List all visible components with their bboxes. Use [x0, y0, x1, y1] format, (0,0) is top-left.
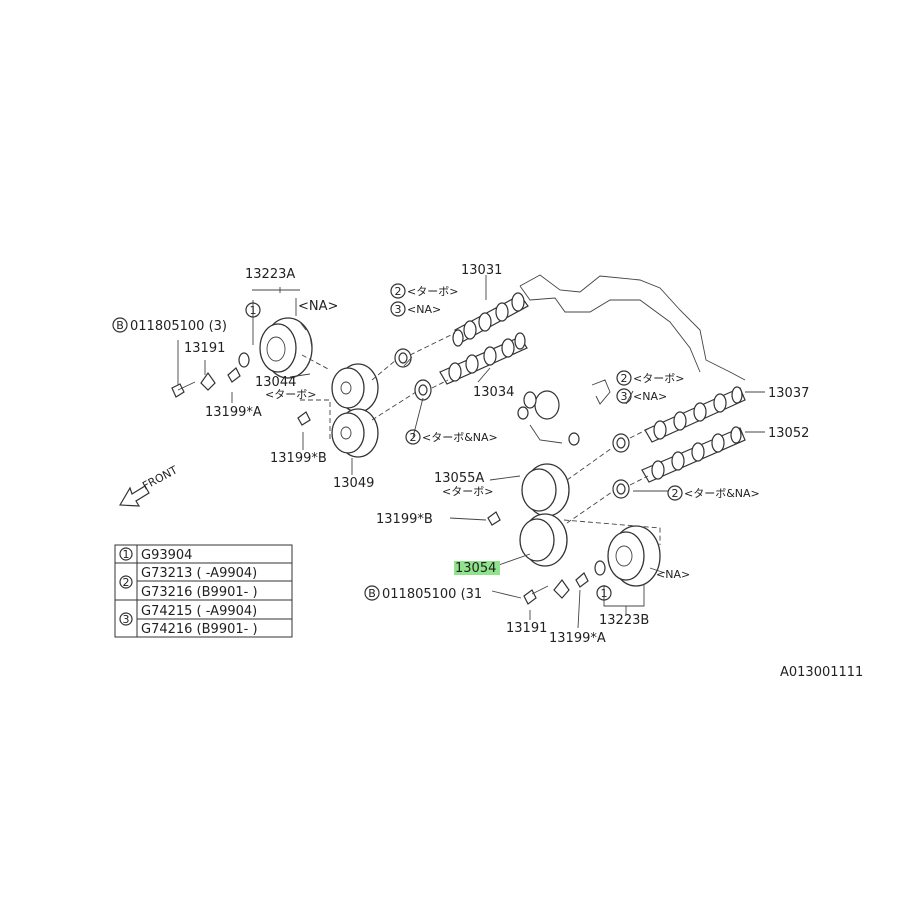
label-13199A-bottom: 13199*A [549, 631, 606, 646]
plate-13191-bottom [553, 578, 570, 599]
idler-13055A [521, 463, 570, 517]
svg-text:B: B [368, 587, 376, 600]
circled-number-2-right-mid: 2 [667, 485, 683, 501]
label-bolt-top: 011805100 (3) [130, 319, 227, 334]
diagram-code: A013001111 [780, 665, 863, 680]
svg-text:1: 1 [123, 548, 130, 561]
circled-number-3-right-top: 3 [616, 388, 632, 404]
bolt-13199B-mid [487, 511, 501, 526]
camshaft-13052 [641, 426, 746, 483]
circled-letter-b-top: B [112, 317, 128, 333]
label-13037: 13037 [768, 386, 809, 401]
label-13223B: 13223B [599, 613, 649, 628]
leader-lines [177, 275, 765, 629]
o-ring-right-bottom [594, 560, 606, 576]
seal-right-bottom [612, 479, 630, 499]
svg-text:2: 2 [621, 372, 628, 385]
legend-table: 1 G93904 2 G73213 ( -A9904) G73216 (B990… [114, 544, 293, 638]
seal-left-bottom [414, 379, 432, 401]
label-13055A: 13055A [434, 471, 484, 486]
label-turbo-13055A: <ターボ> [442, 485, 493, 498]
label-na-right: <NA> [633, 390, 667, 403]
seal-left-top [394, 348, 412, 368]
camshaft-13031 [452, 292, 529, 347]
svg-text:3: 3 [395, 303, 402, 316]
label-13034: 13034 [473, 385, 514, 400]
legend-row1-entry: G93904 [141, 548, 192, 563]
bolt-13199B-top [297, 411, 311, 426]
engine-block-outline [519, 274, 746, 381]
circled-number-2-left-mid: 2 [405, 429, 421, 445]
label-bolt-bottom: 011805100 (31 [382, 587, 482, 602]
circled-number-1-bottom: 1 [596, 585, 612, 601]
svg-text:B: B [116, 319, 124, 332]
circled-number-2-top: 2 [390, 283, 406, 299]
label-13049: 13049 [333, 476, 374, 491]
plate-13191-top [200, 371, 216, 391]
svg-text:2: 2 [672, 487, 679, 500]
legend-row3-entry1: G74215 ( -A9904) [141, 604, 257, 619]
svg-text:1: 1 [601, 587, 608, 600]
label-13191-top: 13191 [184, 341, 225, 356]
label-13031: 13031 [461, 263, 502, 278]
bolt-top-left [171, 381, 196, 398]
svg-text:1: 1 [250, 304, 257, 317]
label-turbo-na-right: <ターボ&NA> [684, 487, 760, 500]
label-turbo-na-left: <ターボ&NA> [422, 431, 498, 444]
label-13199A-top: 13199*A [205, 405, 262, 420]
label-13052: 13052 [768, 426, 809, 441]
circled-number-1-top: 1 [245, 302, 261, 318]
label-na-top-left: <NA> [298, 299, 338, 314]
label-front: FRONT [140, 463, 180, 492]
idler-13054 [519, 513, 568, 567]
legend-row2-entry1: G73213 ( -A9904) [141, 566, 257, 581]
sprocket-13223B [607, 525, 661, 587]
bolt-13199A-bottom [575, 572, 589, 588]
svg-text:3: 3 [123, 613, 130, 626]
block-small-parts [517, 379, 611, 446]
label-turbo-13044: <ターボ> [265, 388, 316, 401]
label-13223A: 13223A [245, 267, 295, 282]
circled-letter-b-bottom: B [364, 585, 380, 601]
label-na-top: <NA> [407, 303, 441, 316]
bolt-13199A-top [227, 367, 241, 383]
svg-text:2: 2 [123, 576, 130, 589]
legend-row3-entry2: G74216 (B9901- ) [141, 622, 258, 637]
svg-text:2: 2 [395, 285, 402, 298]
pulley-13049 [331, 408, 379, 458]
o-ring-left-top [238, 352, 250, 368]
front-arrow: FRONT [118, 463, 180, 507]
sprocket-13223A [259, 317, 313, 379]
circled-number-3-top: 3 [390, 301, 406, 317]
legend-row2-entry2: G73216 (B9901- ) [141, 585, 258, 600]
camshaft-13034 [439, 332, 528, 385]
highlight-13054 [454, 561, 500, 575]
label-turbo-right: <ターボ> [633, 372, 684, 385]
camshaft-13037 [644, 386, 746, 443]
svg-text:3: 3 [621, 390, 628, 403]
label-13191-bottom: 13191 [506, 621, 547, 636]
label-turbo-top: <ターボ> [407, 285, 458, 298]
seal-right-top [612, 433, 630, 453]
circled-number-2-right-top: 2 [616, 370, 632, 386]
svg-text:2: 2 [410, 431, 417, 444]
label-13044: 13044 [255, 375, 296, 390]
label-na-bottom: <NA> [656, 568, 690, 581]
pulley-13044 [331, 363, 379, 413]
label-13199B-top: 13199*B [270, 451, 327, 466]
label-13054: 13054 [455, 561, 496, 576]
bolt-bottom [523, 585, 549, 605]
label-13199B-mid: 13199*B [376, 512, 433, 527]
